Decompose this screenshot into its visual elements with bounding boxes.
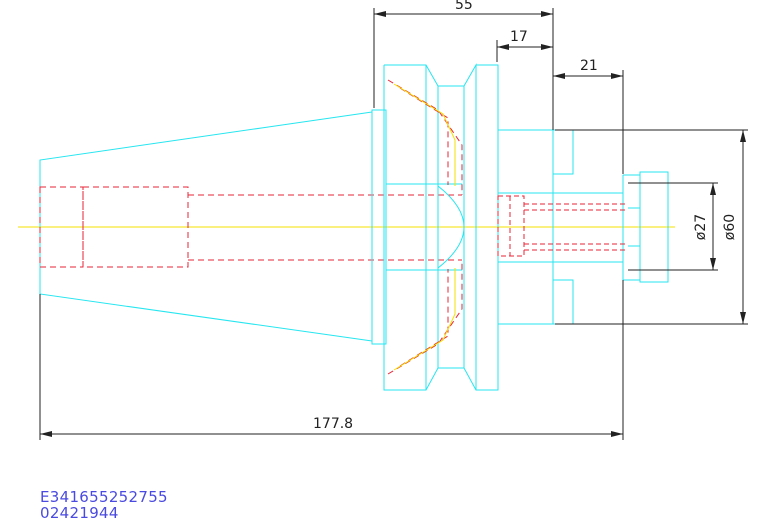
taper-bore-hidden [39,186,462,268]
part-code-line2: 02421944 [40,504,119,522]
dim-dia-60: ø60 [722,213,739,241]
flange-body [371,63,669,391]
dim-total-length: 177.8 [313,416,354,432]
dim-dia-27: ø27 [693,213,710,241]
cone-lines-yellow [393,83,456,371]
arrowheads [40,11,746,437]
dim-flange-to-face: 55 [455,0,473,13]
dim-flange-thickness: 17 [510,29,528,45]
cone-hidden [387,79,463,375]
dimension-lines [39,8,748,440]
dim-nose-length: 21 [580,58,598,74]
part-code-line1: E341655252755 [40,488,168,506]
drawbar-hidden [497,195,628,257]
